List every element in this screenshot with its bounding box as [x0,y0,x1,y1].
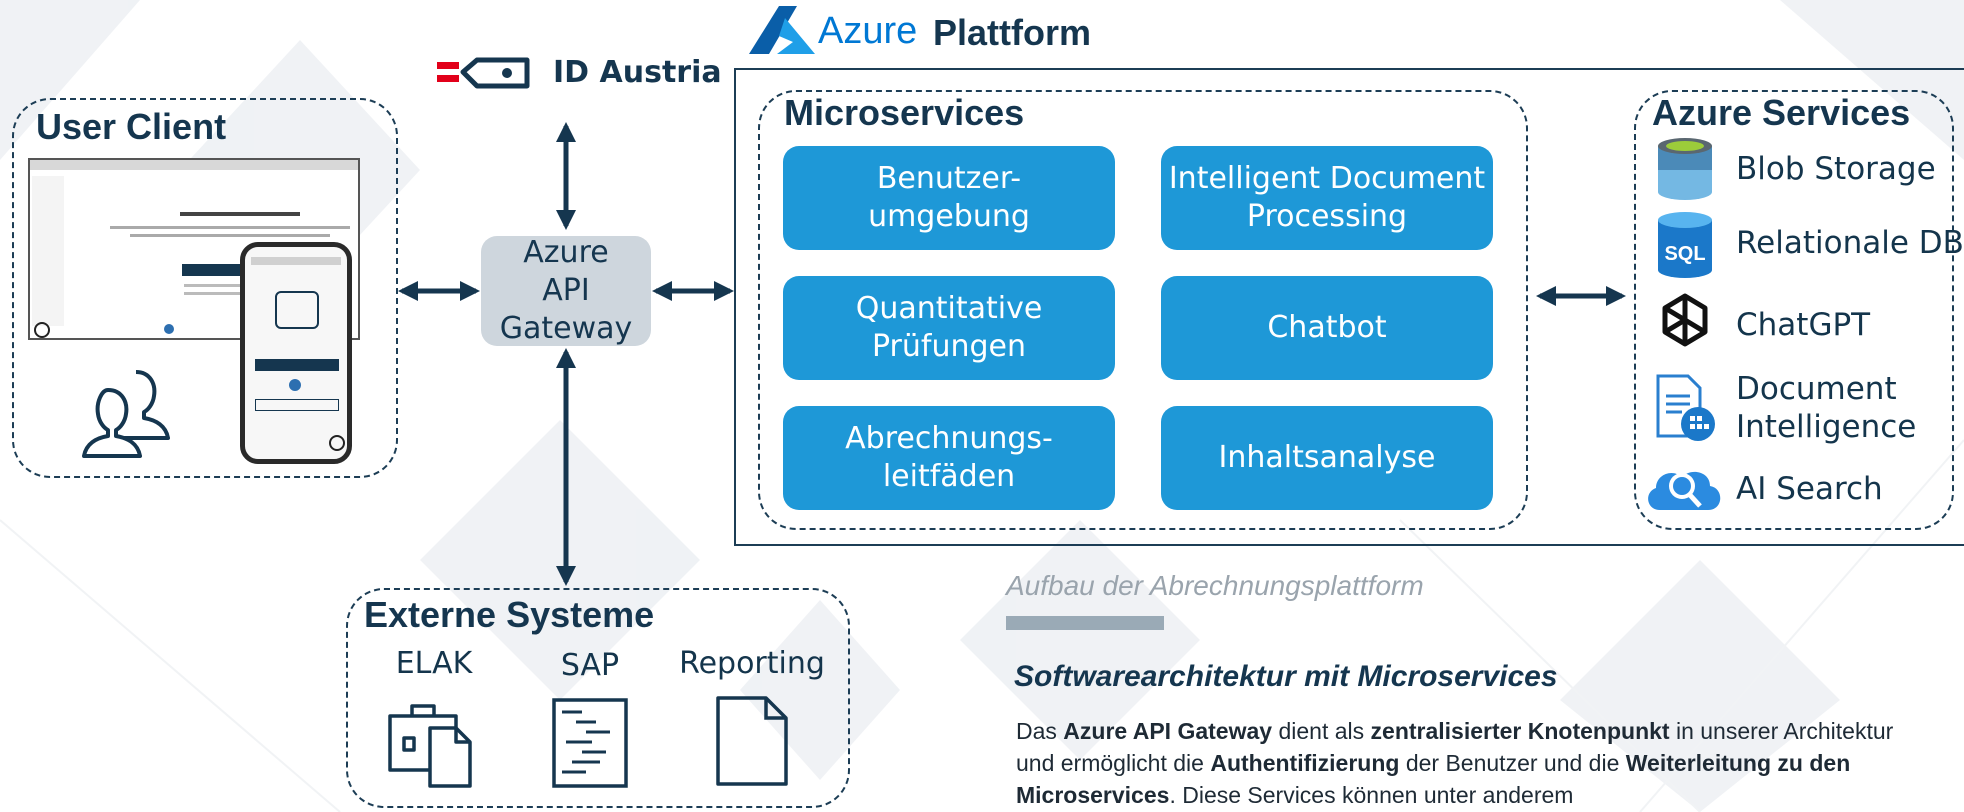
azure-services-box [1634,90,1954,530]
browser-text-line [130,234,330,237]
service-tile-intelligent-document-processing: Intelligent Document Processing [1161,146,1493,250]
browser-accessibility-icon [34,322,50,338]
phone-accessibility-icon [329,435,345,451]
external-label-elak: ELAK [395,646,473,681]
external-label-reporting: Reporting [679,646,825,681]
section-heading: Softwarearchitektur mit Microservices [1014,660,1558,693]
phone-eu-login-button [255,399,339,411]
external-systems-box [346,588,850,808]
briefcase-document-icon [388,704,472,788]
browser-sidebar [32,176,64,326]
browser-text-line [184,284,264,287]
azure-platform-frame [734,68,1964,546]
section-paragraph: Das Azure API Gateway dient als zentrali… [1016,718,1894,808]
service-label-document-intelligence: Document Intelligence [1736,371,1917,445]
browser-toolbar [30,160,358,170]
service-label-relationale-db: Relationale DB [1736,225,1964,261]
sql-database-icon: SQL [1658,212,1712,278]
sql-badge-text: SQL [1664,243,1705,265]
external-label-sap: SAP [560,648,620,683]
service-tile-inhaltsanalyse: Inhaltsanalyse [1161,406,1493,510]
document-intelligence-icon [1656,374,1715,441]
service-tile-quantitative-pruefungen: Quantitative Prüfungen [783,276,1115,380]
phone-help-icon [289,379,301,391]
azure-platform-title: Plattform [933,12,1092,53]
azure-logo-icon [749,6,815,54]
openai-icon [1662,293,1708,347]
user-client-title: User Client [36,106,227,147]
phone-screenshot [240,242,352,464]
ai-search-icon [1648,471,1721,510]
blob-storage-icon [1658,138,1712,200]
service-label-blob-storage: Blob Storage [1736,151,1936,187]
service-label-chatgpt: ChatGPT [1736,307,1871,343]
id-austria-key-icon [437,57,530,89]
phone-header-bar [251,257,341,265]
id-austria-logo: ID Austria [437,50,757,94]
microservices-box [758,90,1528,530]
external-systems-title: Externe Systeme [364,594,655,635]
users-icon [82,370,170,458]
figure-caption: Aufbau der Abrechnungsplattform [1006,570,1424,601]
phone-login-button [255,359,339,371]
caption-underline-bar [1006,616,1164,630]
user-client-box [12,98,398,478]
browser-text-line [184,292,254,295]
service-tile-benutzerumgebung: Benutzer- umgebung [783,146,1115,250]
azure-services-title: Azure Services [1652,92,1911,133]
phone-app-logo [275,291,319,329]
service-tile-chatbot: Chatbot [1161,276,1493,380]
azure-api-gateway: Azure API Gateway [481,235,651,346]
browser-text-line [110,226,350,229]
service-label-ai-search: AI Search [1736,471,1883,507]
service-tile-abrechnungsleitfaeden: Abrechnungs- leitfäden [783,406,1115,510]
azure-word: Azure [818,10,918,52]
browser-help-icon [164,324,174,334]
browser-heading-line [180,212,300,216]
microservices-title: Microservices [784,92,1025,133]
code-document-icon [552,698,628,788]
id-austria-label: ID Austria [553,55,722,90]
blank-document-icon [716,696,788,786]
